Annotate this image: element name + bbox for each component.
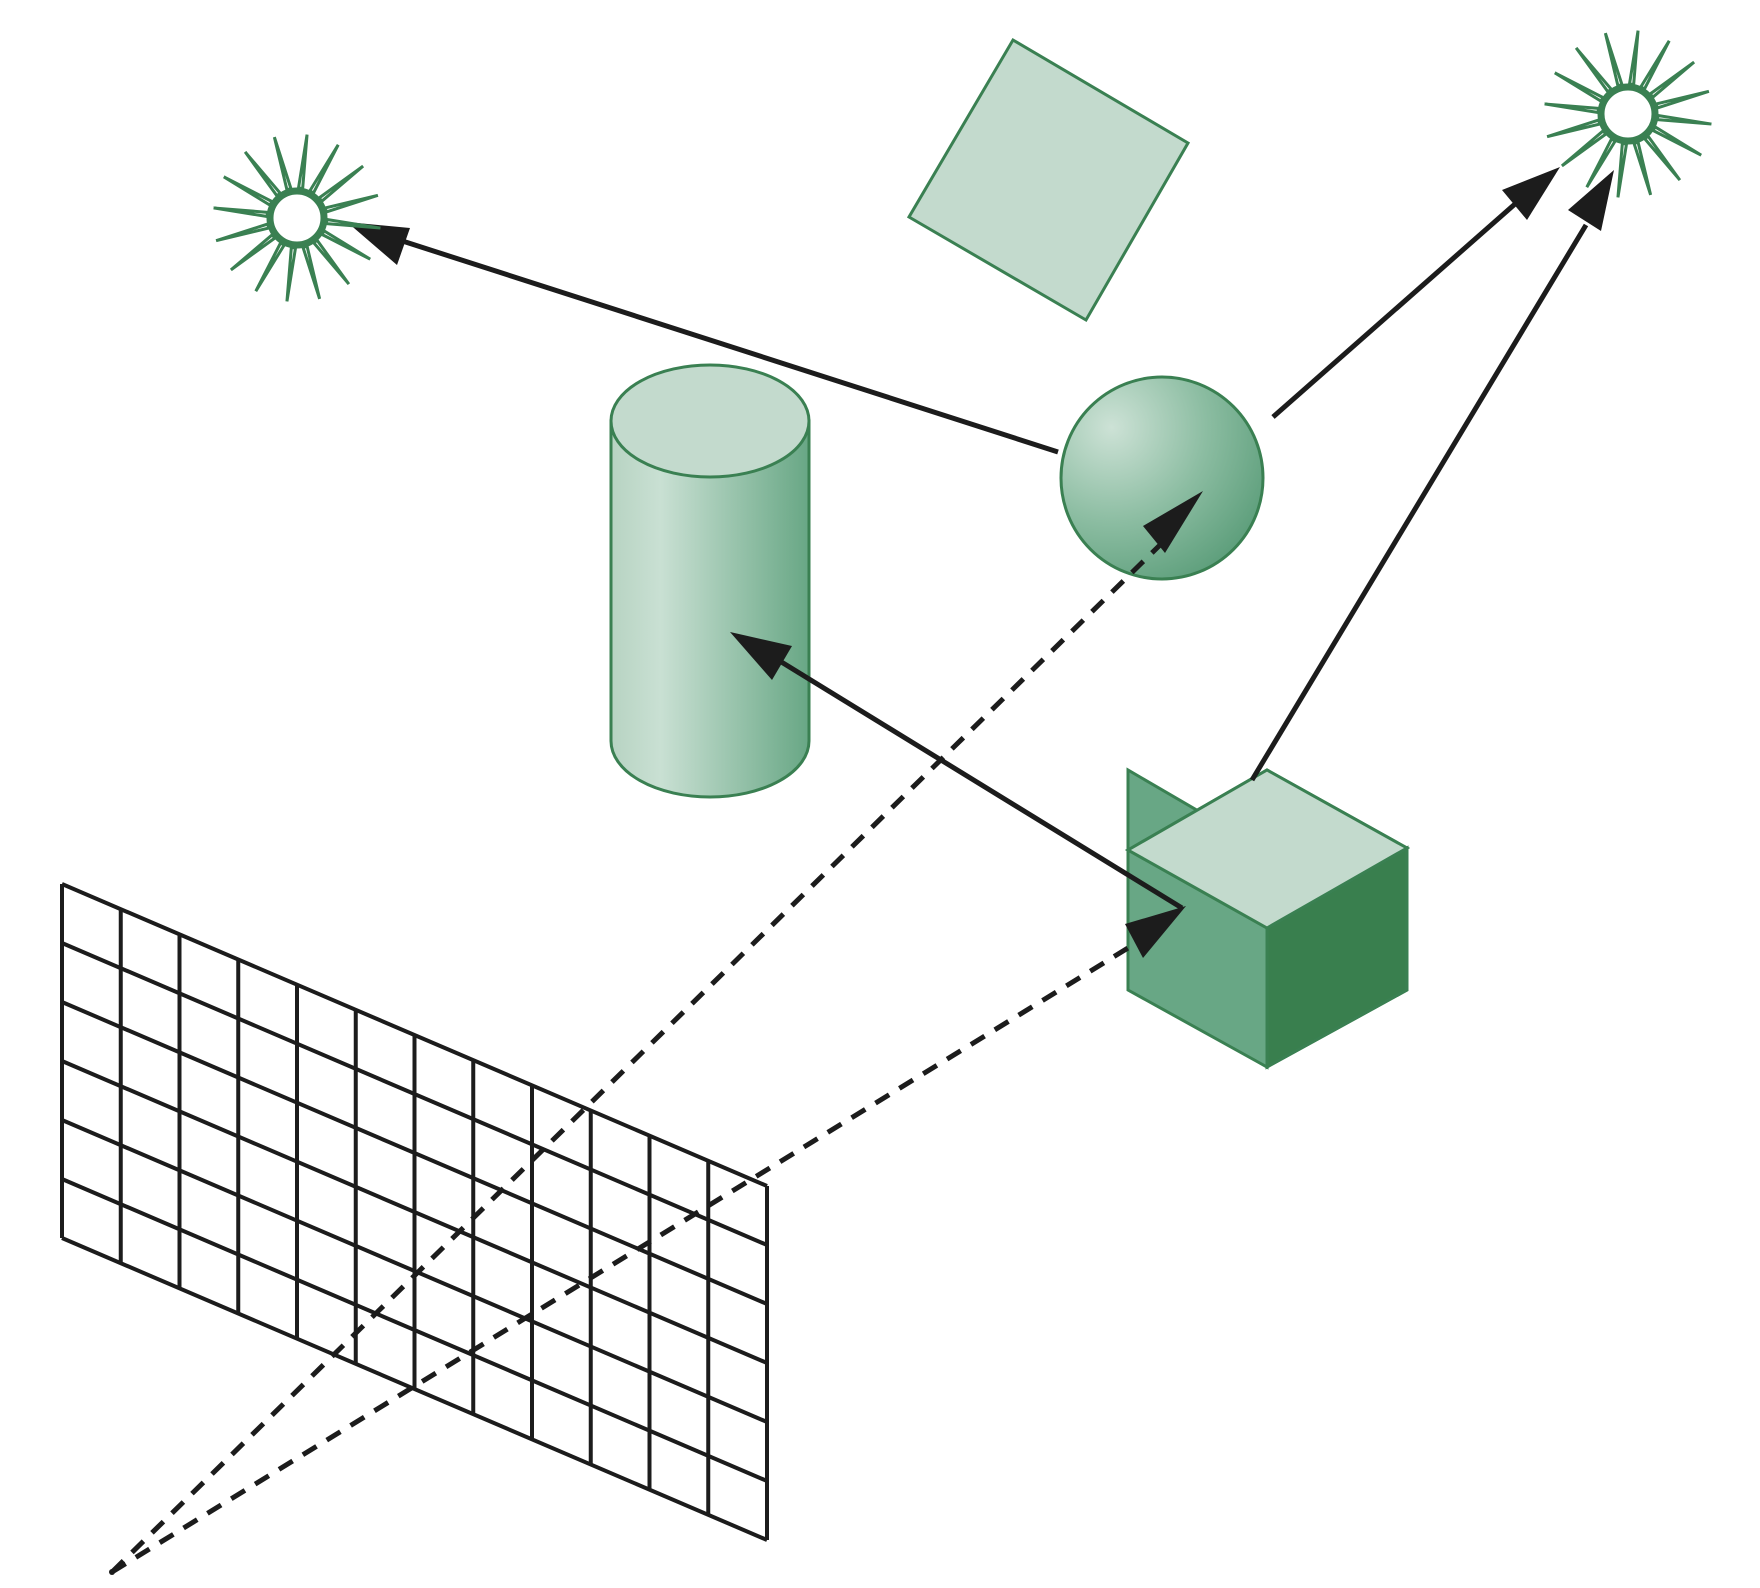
secondary-rays bbox=[389, 202, 1589, 911]
sphere bbox=[1059, 375, 1265, 581]
reflected-ray-to-cylinder bbox=[768, 652, 1184, 911]
light-source-icon bbox=[1544, 30, 1712, 198]
light-ray-spike bbox=[296, 134, 309, 191]
primary-ray-to-sphere bbox=[110, 543, 1162, 1574]
light-ray-spike bbox=[1546, 118, 1602, 139]
grid-row-line bbox=[61, 882, 768, 1188]
shadow-ray-to-right-light bbox=[1271, 202, 1517, 419]
primary-ray-to-cube bbox=[110, 945, 1130, 1575]
light-ray-spike bbox=[213, 206, 270, 219]
arrowhead bbox=[1125, 906, 1186, 958]
grid-row-line bbox=[61, 1059, 768, 1365]
shadow-ray-cube-to-right-light bbox=[1249, 223, 1589, 782]
arrowhead bbox=[730, 632, 792, 680]
light-ray-spike bbox=[285, 245, 298, 302]
light-ray-spike bbox=[301, 244, 322, 300]
grid-row-line bbox=[61, 1177, 768, 1483]
cylinder bbox=[609, 363, 811, 799]
image-plane-grid bbox=[60, 882, 769, 1542]
light-ray-spike bbox=[1616, 141, 1629, 198]
light-core bbox=[266, 187, 328, 249]
arrowhead bbox=[347, 222, 410, 265]
light-ray-spike bbox=[1655, 113, 1712, 126]
light-ray-spike bbox=[215, 222, 271, 243]
light-ray-spike bbox=[1654, 89, 1710, 110]
light-ray-spike bbox=[1544, 102, 1601, 115]
grid-row-line bbox=[61, 1236, 768, 1542]
light-ray-spike bbox=[1603, 32, 1624, 88]
primary-rays bbox=[110, 543, 1162, 1575]
grid-row-line bbox=[61, 1118, 768, 1424]
floating-square bbox=[906, 37, 1191, 323]
light-ray-spike bbox=[324, 217, 381, 230]
shadow-ray-to-left-light bbox=[389, 234, 1059, 455]
arrowhead bbox=[1143, 491, 1203, 553]
light-core bbox=[1597, 83, 1659, 145]
eye-point bbox=[109, 1569, 115, 1575]
light-ray-spike bbox=[1627, 30, 1640, 87]
light-ray-spike bbox=[1632, 140, 1653, 196]
arrowhead bbox=[1568, 170, 1614, 231]
light-source-icon bbox=[213, 134, 381, 302]
grid-row-line bbox=[61, 941, 768, 1247]
light-ray-spike bbox=[272, 136, 293, 192]
light-ray-spike bbox=[323, 193, 379, 214]
cube-faces bbox=[1124, 768, 1411, 1070]
grid-row-line bbox=[61, 1000, 768, 1306]
arrowhead bbox=[1502, 167, 1560, 220]
